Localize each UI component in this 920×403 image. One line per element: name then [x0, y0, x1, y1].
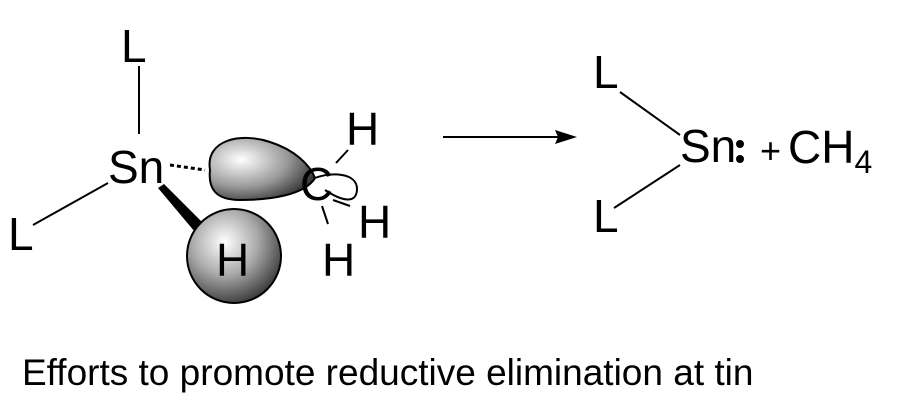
carbon-label: C [300, 158, 333, 210]
reaction-arrow [443, 130, 577, 144]
product-bond-top [619, 91, 681, 136]
hydride-sphere [186, 208, 282, 304]
plus-sign: + [760, 130, 781, 171]
bond-c-h-right [332, 199, 351, 207]
methyl-h-right: H [358, 196, 391, 248]
product-sn-label: Sn [680, 120, 736, 172]
hydride-label: H [216, 234, 249, 286]
methyl-h-top: H [346, 103, 379, 155]
product: L Sn L + CH4 [593, 46, 872, 242]
ligand-left-label: L [8, 208, 34, 260]
bond-sn-l-left [32, 182, 109, 226]
methyl-h-bottom: H [322, 234, 355, 286]
sn-label: Sn [108, 141, 164, 193]
lone-pair-dot-top [736, 140, 744, 148]
product-bond-bottom [613, 164, 681, 209]
methane-label: CH4 [788, 121, 872, 180]
bond-c-h-bottom [321, 205, 329, 225]
product-ligand-bottom: L [593, 190, 619, 242]
agostic-dashed-bond [169, 163, 206, 172]
reactant-complex: L Sn L C H H H H [8, 20, 391, 304]
caption: Efforts to promote reductive elimination… [22, 352, 753, 393]
bond-c-h-top [335, 149, 349, 164]
wedge-bond-sn-h [158, 184, 205, 232]
product-ligand-top: L [593, 46, 619, 98]
ligand-top-label: L [121, 20, 147, 72]
lone-pair-dot-bottom [736, 155, 744, 163]
small-orbital-lobe [314, 173, 359, 201]
